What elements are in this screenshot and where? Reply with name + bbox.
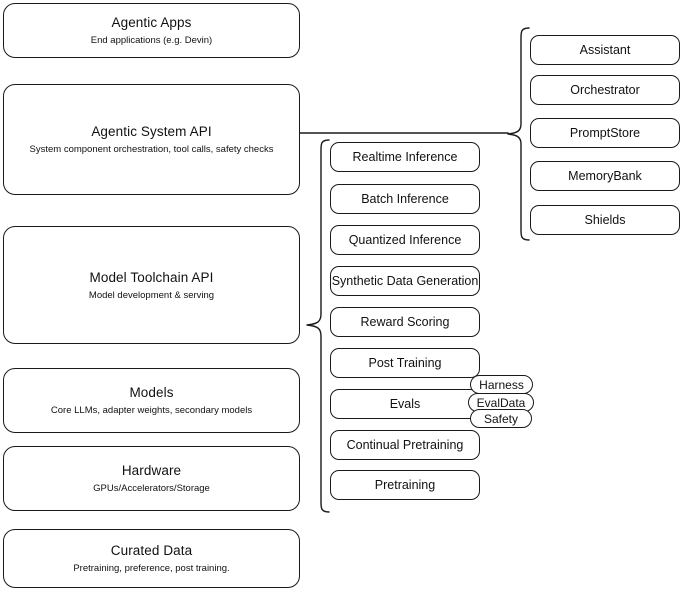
- capability-reward-scoring[interactable]: Reward Scoring: [330, 307, 480, 337]
- layer-subtitle: Pretraining, preference, post training.: [73, 563, 230, 574]
- layer-title: Curated Data: [110, 543, 193, 558]
- layer-box-curated-data[interactable]: Curated Data Pretraining, preference, po…: [3, 529, 300, 588]
- capability-label: Evals: [389, 397, 421, 411]
- capability-label: Continual Pretraining: [346, 438, 464, 452]
- system-component-orchestrator[interactable]: Orchestrator: [530, 75, 680, 105]
- system-component-shields[interactable]: Shields: [530, 205, 680, 235]
- capability-label: Realtime Inference: [352, 150, 458, 164]
- evals-badge-harness[interactable]: Harness: [470, 375, 533, 394]
- brace-toolchain: [306, 139, 330, 513]
- system-component-assistant[interactable]: Assistant: [530, 35, 680, 65]
- capability-quantized-inference[interactable]: Quantized Inference: [330, 225, 480, 255]
- capability-batch-inference[interactable]: Batch Inference: [330, 184, 480, 214]
- capability-label: Batch Inference: [361, 192, 449, 206]
- capability-label: Post Training: [368, 356, 442, 370]
- capability-label: Reward Scoring: [360, 315, 450, 329]
- capability-synthetic-data-generation[interactable]: Synthetic Data Generation: [330, 266, 480, 296]
- capability-label: Synthetic Data Generation: [331, 274, 479, 288]
- capability-pretraining[interactable]: Pretraining: [330, 470, 480, 500]
- layer-subtitle: GPUs/Accelerators/Storage: [93, 483, 210, 494]
- system-component-label: PromptStore: [569, 126, 641, 140]
- layer-subtitle: Core LLMs, adapter weights, secondary mo…: [50, 405, 253, 416]
- system-component-label: Orchestrator: [570, 83, 640, 97]
- layer-box-model-toolchain-api[interactable]: Model Toolchain API Model development & …: [3, 226, 300, 344]
- evals-badge-label: EvalData: [476, 395, 526, 410]
- layer-box-models[interactable]: Models Core LLMs, adapter weights, secon…: [3, 368, 300, 433]
- capability-evals[interactable]: Evals: [330, 389, 480, 419]
- layer-box-agentic-system-api[interactable]: Agentic System API System component orch…: [3, 84, 300, 195]
- system-component-label: Assistant: [579, 43, 631, 57]
- layer-subtitle: System component orchestration, tool cal…: [29, 144, 274, 155]
- system-component-label: MemoryBank: [568, 169, 642, 183]
- system-component-memorybank[interactable]: MemoryBank: [530, 161, 680, 191]
- system-component-promptstore[interactable]: PromptStore: [530, 118, 680, 148]
- capability-label: Pretraining: [374, 478, 436, 492]
- layer-title: Agentic Apps: [111, 15, 192, 30]
- evals-badge-label: Safety: [483, 411, 519, 426]
- capability-post-training[interactable]: Post Training: [330, 348, 480, 378]
- capability-label: Quantized Inference: [348, 233, 462, 247]
- layer-subtitle: Model development & serving: [88, 289, 215, 301]
- layer-subtitle: End applications (e.g. Devin): [90, 35, 213, 46]
- capability-continual-pretraining[interactable]: Continual Pretraining: [330, 430, 480, 460]
- layer-box-agentic-apps[interactable]: Agentic Apps End applications (e.g. Devi…: [3, 3, 300, 58]
- capability-realtime-inference[interactable]: Realtime Inference: [330, 142, 480, 172]
- layer-title: Agentic System API: [91, 124, 212, 139]
- system-component-label: Shields: [584, 213, 626, 227]
- layer-title: Model Toolchain API: [89, 269, 214, 285]
- connector-line-system-api: [299, 132, 509, 134]
- layer-title: Models: [129, 385, 174, 400]
- evals-badge-safety[interactable]: Safety: [470, 409, 532, 428]
- layer-title: Hardware: [121, 463, 182, 478]
- brace-system-components: [507, 27, 530, 241]
- layer-box-hardware[interactable]: Hardware GPUs/Accelerators/Storage: [3, 446, 300, 511]
- evals-badge-label: Harness: [479, 377, 524, 392]
